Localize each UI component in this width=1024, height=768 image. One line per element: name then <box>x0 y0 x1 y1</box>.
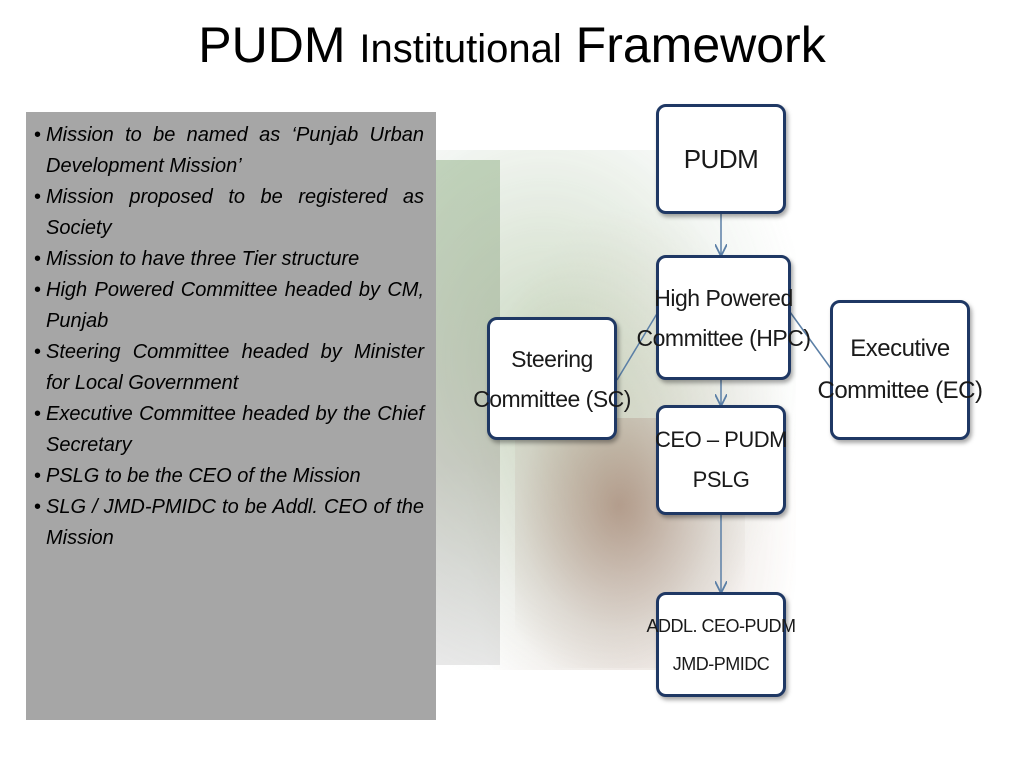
slide-title: PUDM Institutional Framework <box>0 14 1024 80</box>
node-hpc: High Powered Committee (HPC) <box>637 255 811 380</box>
bullet-item: Executive Committee headed by the Chief … <box>34 399 424 461</box>
node-ec-line1: Executive <box>850 335 950 362</box>
node-pudm-label: PUDM <box>683 144 759 174</box>
title-part-institutional: Institutional <box>359 27 562 71</box>
bullet-item: PSLG to be the CEO of the Mission <box>34 461 424 492</box>
node-ceo: CEO – PUDM PSLG <box>655 405 787 515</box>
bullet-item: SLG / JMD-PMIDC to be Addl. CEO of the M… <box>34 492 424 554</box>
bullet-item: Steering Committee headed by Minister fo… <box>34 337 424 399</box>
node-ceo-line1: CEO – PUDM <box>655 427 787 452</box>
node-addl-line2: JMD-PMIDC <box>672 653 770 674</box>
node-pudm: PUDM <box>656 104 786 214</box>
node-ceo-line2: PSLG <box>692 467 750 492</box>
title-part-framework: Framework <box>575 17 826 73</box>
node-hpc-line2: Committee (HPC) <box>636 324 811 351</box>
bullet-item: Mission to be named as ‘Punjab Urban Dev… <box>34 120 424 182</box>
node-sc: Steering Committee (SC) <box>473 317 631 440</box>
bullet-item: Mission proposed to be registered as Soc… <box>34 182 424 244</box>
node-sc-line1: Steering <box>511 345 593 372</box>
node-ec-line2: Committee (EC) <box>817 377 983 404</box>
bullet-panel: Mission to be named as ‘Punjab Urban Dev… <box>26 112 436 720</box>
connector-hpc-ec <box>789 311 833 371</box>
bullet-list: Mission to be named as ‘Punjab Urban Dev… <box>34 120 424 554</box>
connector-hpc-sc <box>616 311 659 381</box>
node-addl-line1: ADDL. CEO-PUDM <box>646 615 797 636</box>
node-ec: Executive Committee (EC) <box>817 300 983 440</box>
title-part-pudm: PUDM <box>198 17 346 73</box>
node-sc-line2: Committee (SC) <box>473 385 631 412</box>
bullet-item: Mission to have three Tier structure <box>34 244 424 275</box>
node-hpc-line1: High Powered <box>654 284 793 311</box>
bullet-item: High Powered Committee headed by CM, Pun… <box>34 275 424 337</box>
node-addl-ceo: ADDL. CEO-PUDM JMD-PMIDC <box>647 592 796 697</box>
